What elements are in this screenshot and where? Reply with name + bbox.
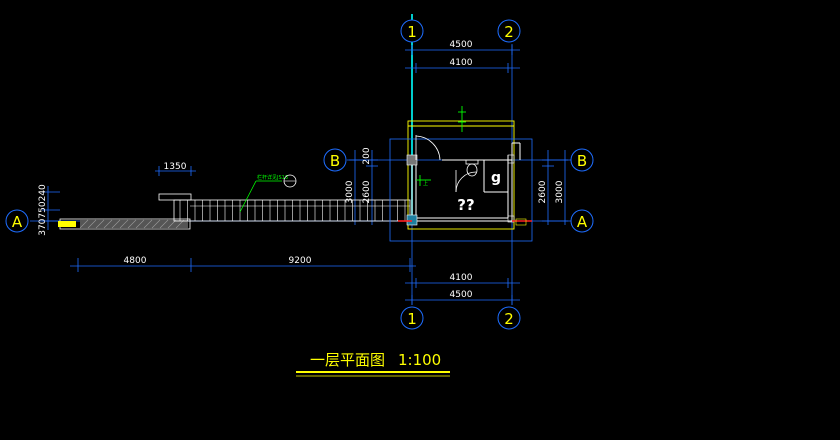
- svg-text:2: 2: [504, 310, 514, 328]
- svg-text:B: B: [577, 152, 587, 170]
- dim-bottom-overall: 4500: [450, 290, 473, 300]
- dim-top-overall: 4500: [450, 40, 473, 50]
- svg-text:B: B: [330, 152, 340, 170]
- detail-callout-icon: [283, 174, 297, 188]
- dim-step-width: 1350: [164, 162, 187, 172]
- axis-bubble-a-left: A: [5, 209, 29, 233]
- column-a2: [507, 215, 515, 223]
- handrail-note: 栏杆详见JS13: [239, 174, 297, 213]
- svg-text:A: A: [577, 213, 588, 231]
- drawing-title: 一层平面图 1:100: [296, 351, 450, 377]
- dim-left-a: 3000: [345, 180, 355, 203]
- column-b2: [507, 154, 515, 164]
- building-plan: g ?? 上: [389, 106, 533, 242]
- circle-axis-icon: [400, 19, 424, 43]
- dim-right-a: 2600: [538, 180, 548, 203]
- dim-far-left: 370750240: [38, 184, 48, 236]
- far-left-dimension-chain: [42, 186, 60, 230]
- fixture-glyph: g: [491, 170, 501, 186]
- title-text: 一层平面图: [310, 351, 385, 369]
- bottom-dimension-chain: [405, 278, 520, 305]
- svg-text:A: A: [12, 213, 23, 231]
- toilet-fixture-icon: [465, 159, 479, 177]
- axis-bubble-b-right: B: [570, 148, 594, 172]
- axis-bubble-a-right: A: [570, 209, 594, 233]
- dim-right-b: 3000: [555, 180, 565, 203]
- step-dimension-chain: [155, 166, 196, 176]
- axis-bubble-2-bottom: 2: [497, 306, 521, 330]
- title-scale: 1:100: [398, 351, 441, 369]
- room-label: ??: [457, 196, 474, 214]
- ramp: [58, 193, 411, 230]
- elevation-marker-icon: [416, 106, 466, 186]
- svg-text:1: 1: [407, 23, 417, 41]
- door-arc-icon: [415, 135, 477, 193]
- circle-axis-icon: [570, 209, 594, 233]
- circle-axis-icon: [497, 19, 521, 43]
- dim-ramp-length: 9200: [289, 256, 312, 266]
- dim-bottom-inner: 4100: [450, 273, 473, 283]
- dim-left-b: 2600: [362, 180, 372, 203]
- ramp-dimension-chain: [70, 258, 416, 272]
- column-a1: [406, 214, 418, 226]
- svg-text:2: 2: [504, 23, 514, 41]
- axis-bubble-1-top: 1: [400, 19, 424, 43]
- right-dimension-chain: [542, 150, 571, 225]
- dim-top-inner: 4100: [450, 58, 473, 68]
- axis-bubble-b-left: B: [323, 148, 347, 172]
- svg-text:1: 1: [407, 310, 417, 328]
- axis-bubble-1-bottom: 1: [400, 306, 424, 330]
- dim-landing-length: 4800: [124, 256, 147, 266]
- svg-text:栏杆详见JS13: 栏杆详见JS13: [257, 174, 288, 181]
- column-b1: [406, 154, 418, 166]
- circle-axis-icon: [570, 148, 594, 172]
- circle-axis-icon: [323, 148, 347, 172]
- roof-outline: [407, 120, 515, 230]
- dim-left-c: 200: [362, 147, 372, 164]
- axis-bubble-2-top: 2: [497, 19, 521, 43]
- circle-axis-icon: [5, 209, 29, 233]
- up-mark: 上: [423, 180, 428, 187]
- top-dimension-chain: [405, 45, 520, 73]
- circle-axis-icon: [400, 306, 424, 330]
- circle-axis-icon: [497, 306, 521, 330]
